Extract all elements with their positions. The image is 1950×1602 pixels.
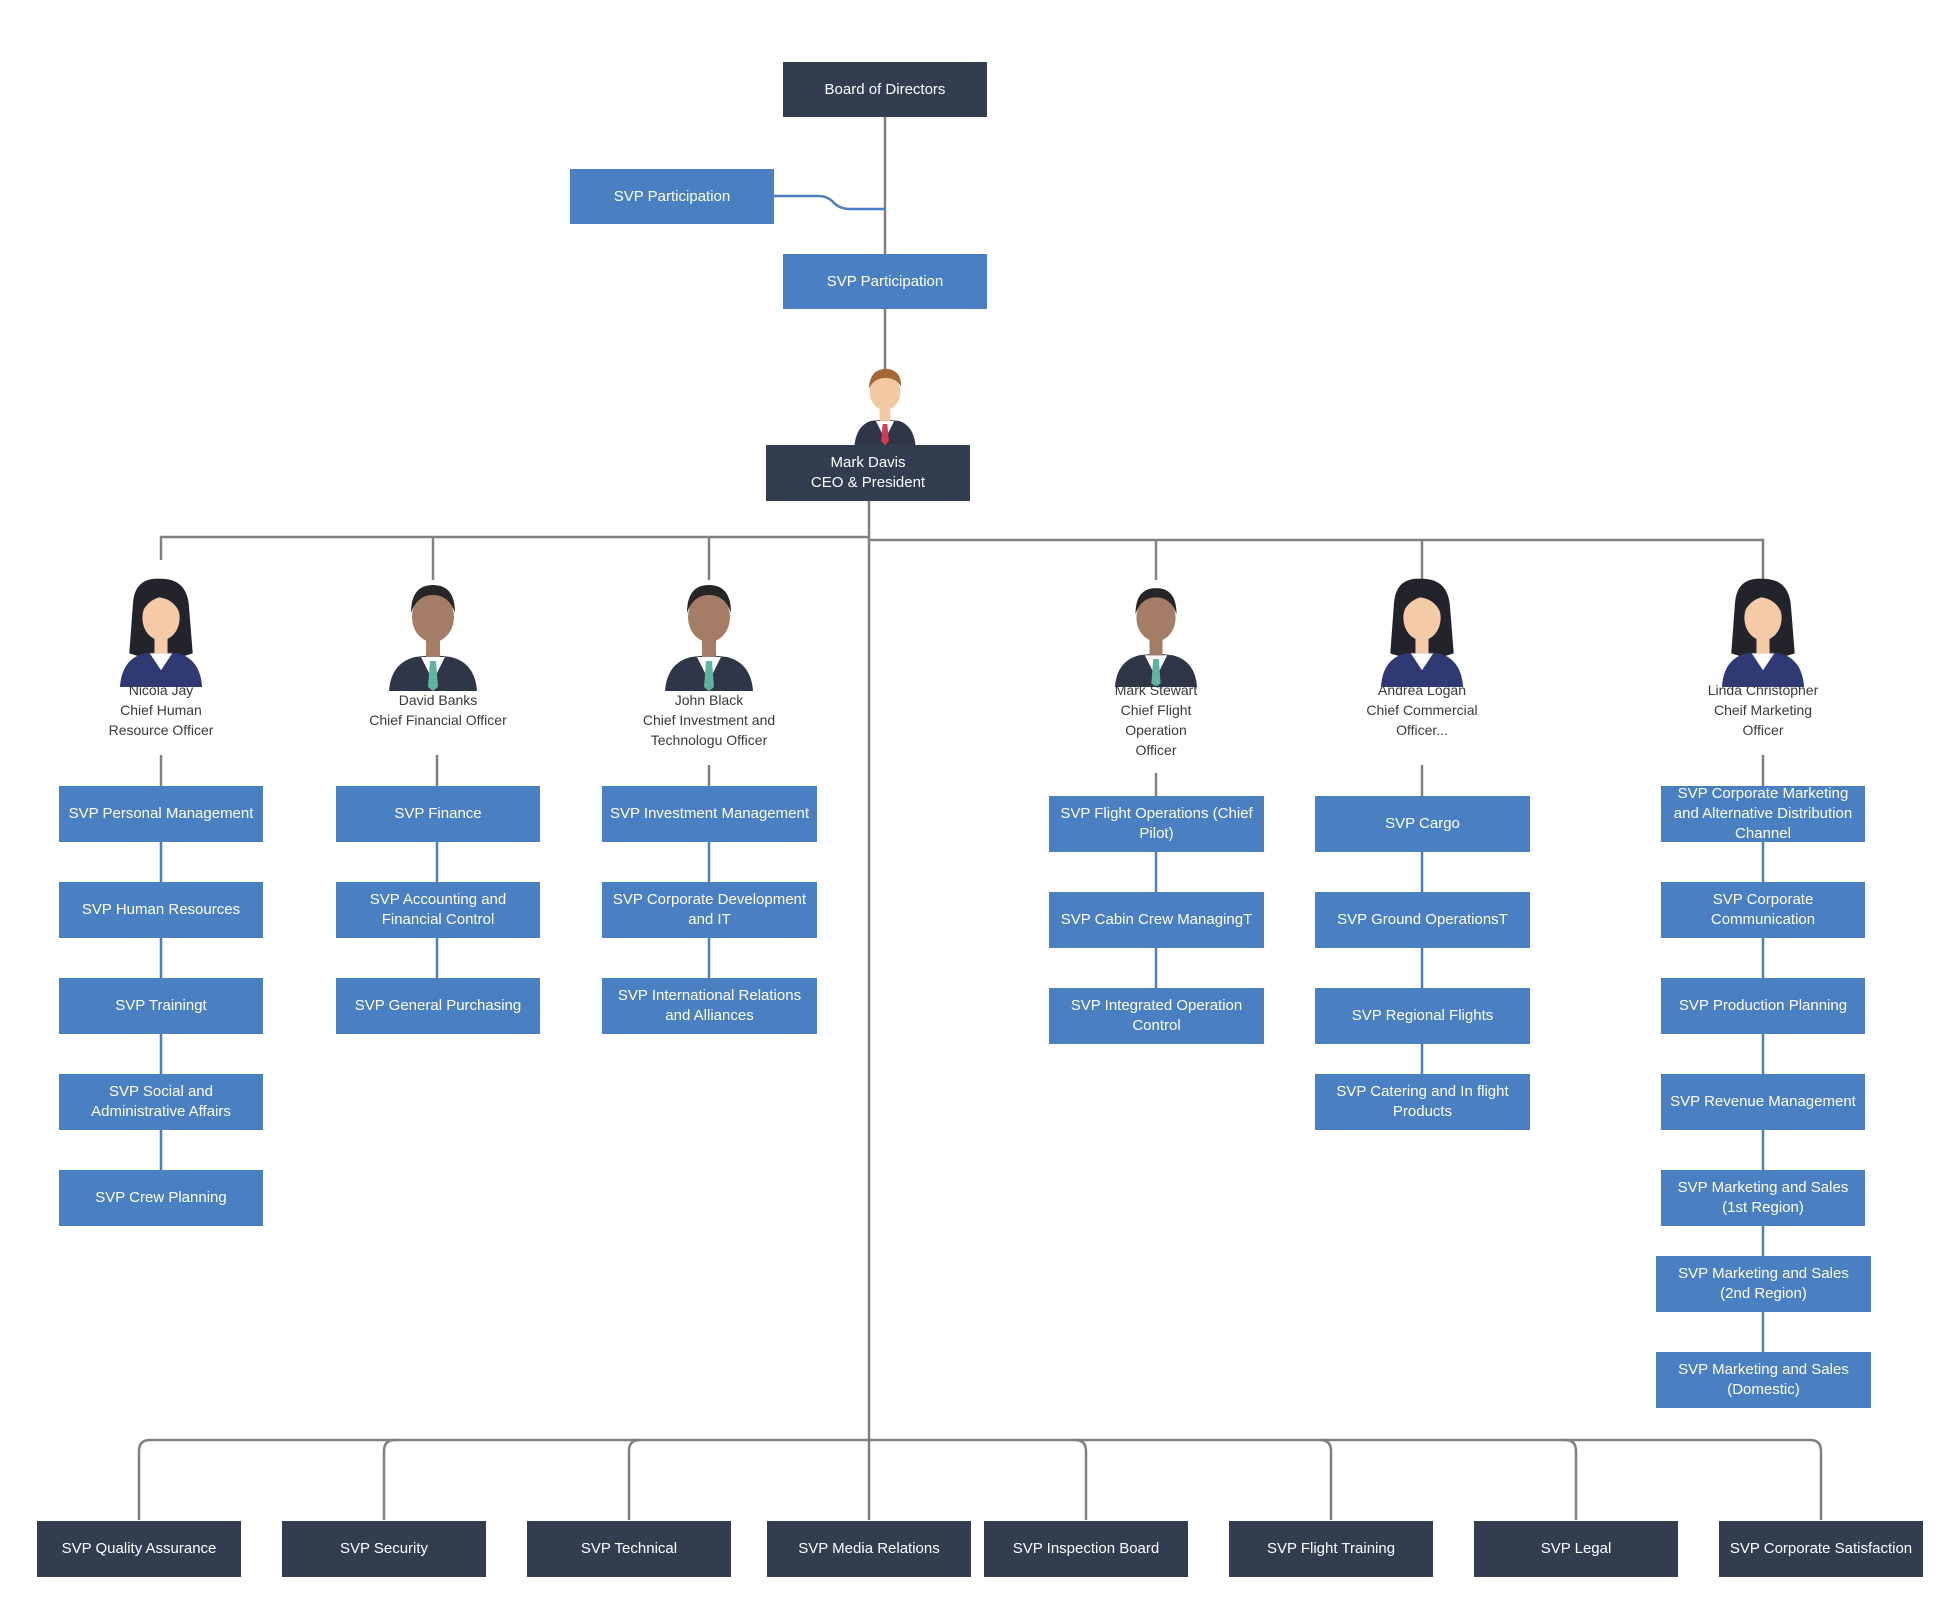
person-male-icon	[854, 368, 916, 447]
board-of-directors-box[interactable]: Board of Directors	[783, 62, 987, 117]
exec-name: Mark Stewart	[1114, 682, 1198, 698]
person-male-icon	[389, 585, 477, 691]
unit-box[interactable]: SVP Marketing and Sales (Domestic)	[1656, 1352, 1871, 1408]
person-male-icon	[665, 585, 753, 691]
unit-box[interactable]: SVP International Relations and Alliance…	[602, 978, 817, 1034]
exec-name: David Banks	[398, 692, 478, 708]
unit-box[interactable]: SVP Revenue Management	[1661, 1074, 1865, 1130]
unit-box[interactable]: SVP Cargo	[1315, 796, 1530, 852]
exec-avatar-1	[111, 575, 211, 687]
exec-avatar-5	[1372, 575, 1472, 687]
exec-title-line: Technologu Officer	[650, 732, 768, 748]
unit-box[interactable]: SVP Ground OperationsT	[1315, 892, 1530, 948]
exec-title-line: Chief Human	[120, 702, 202, 718]
unit-box[interactable]: SVP Trainingt	[59, 978, 263, 1034]
person-female-icon	[1380, 578, 1464, 687]
bottom-unit-box[interactable]: SVP Security	[282, 1521, 486, 1577]
unit-box[interactable]: SVP Corporate Development and IT	[602, 882, 817, 938]
side-svp-participation-box[interactable]: SVP Participation	[570, 169, 774, 224]
unit-box[interactable]: SVP Corporate Communication	[1661, 882, 1865, 938]
unit-box[interactable]: SVP Accounting and Financial Control	[336, 882, 540, 938]
unit-box[interactable]: SVP Marketing and Sales (1st Region)	[1661, 1170, 1865, 1226]
unit-box[interactable]: SVP Personal Management	[59, 786, 263, 842]
bottom-unit-box[interactable]: SVP Technical	[527, 1521, 731, 1577]
bottom-unit-box[interactable]: SVP Media Relations	[767, 1521, 971, 1577]
exec-title-line: Officer	[1742, 722, 1784, 738]
exec-label-6: Linda Christopher Cheif Marketing Office…	[1668, 680, 1858, 740]
exec-name: Nicola Jay	[128, 682, 194, 698]
ceo-box[interactable]: Mark Davis CEO & President	[766, 445, 970, 501]
unit-box[interactable]: SVP Investment Management	[602, 786, 817, 842]
unit-box[interactable]: SVP Finance	[336, 786, 540, 842]
svp-participation-box[interactable]: SVP Participation	[783, 254, 987, 309]
exec-label-5: Andrea Logan Chief Commercial Officer...	[1327, 680, 1517, 740]
exec-label-2: David Banks Chief Financial Officer	[343, 690, 533, 730]
unit-box[interactable]: SVP Crew Planning	[59, 1170, 263, 1226]
exec-name: Andrea Logan	[1378, 682, 1466, 698]
bottom-unit-box[interactable]: SVP Quality Assurance	[37, 1521, 241, 1577]
unit-box[interactable]: SVP Corporate Marketing and Alternative …	[1661, 785, 1865, 842]
exec-label-3: John Black Chief Investment and Technolo…	[614, 690, 804, 750]
exec-title-line: Resource Officer	[108, 722, 214, 738]
exec-title-line: Chief Flight	[1120, 702, 1192, 718]
exec-label-1: Nicola Jay Chief Human Resource Officer	[66, 680, 256, 740]
exec-title-line: Chief Investment and	[642, 712, 776, 728]
ceo-avatar	[835, 355, 935, 447]
person-female-icon	[119, 578, 203, 687]
unit-box[interactable]: SVP Social and Administrative Affairs	[59, 1074, 263, 1130]
unit-box[interactable]: SVP Human Resources	[59, 882, 263, 938]
unit-box[interactable]: SVP Integrated Operation Control	[1049, 988, 1264, 1044]
bottom-unit-box[interactable]: SVP Flight Training	[1229, 1521, 1433, 1577]
exec-avatar-2	[383, 570, 483, 692]
unit-box[interactable]: SVP Production Planning	[1661, 978, 1865, 1034]
exec-title-line: Chief Financial Officer	[369, 712, 507, 728]
exec-avatar-3	[659, 570, 759, 692]
unit-box[interactable]: SVP Flight Operations (Chief Pilot)	[1049, 796, 1264, 852]
ceo-title: CEO & President	[810, 474, 926, 491]
exec-label-4: Mark Stewart Chief Flight Operation Offi…	[1061, 680, 1251, 760]
person-male-icon	[1114, 588, 1198, 687]
bottom-unit-box[interactable]: SVP Legal	[1474, 1521, 1678, 1577]
exec-title-line: Operation	[1125, 722, 1187, 738]
exec-title-line: Chief Commercial	[1366, 702, 1478, 718]
exec-avatar-4	[1106, 575, 1206, 687]
exec-title-line: Officer...	[1396, 722, 1448, 738]
unit-box[interactable]: SVP Regional Flights	[1315, 988, 1530, 1044]
exec-avatar-6	[1713, 575, 1813, 687]
unit-box[interactable]: SVP General Purchasing	[336, 978, 540, 1034]
exec-name: John Black	[674, 692, 744, 708]
bottom-unit-box[interactable]: SVP Corporate Satisfaction	[1719, 1521, 1923, 1577]
bottom-unit-box[interactable]: SVP Inspection Board	[984, 1521, 1188, 1577]
exec-title-line: Officer	[1135, 742, 1177, 758]
unit-box[interactable]: SVP Marketing and Sales (2nd Region)	[1656, 1256, 1871, 1312]
person-female-icon	[1721, 578, 1805, 687]
exec-name: Linda Christopher	[1707, 682, 1819, 698]
unit-box[interactable]: SVP Catering and In flight Products	[1315, 1074, 1530, 1130]
ceo-name: Mark Davis	[830, 454, 906, 471]
exec-title-line: Cheif Marketing	[1713, 702, 1813, 718]
unit-box[interactable]: SVP Cabin Crew ManagingT	[1049, 892, 1264, 948]
